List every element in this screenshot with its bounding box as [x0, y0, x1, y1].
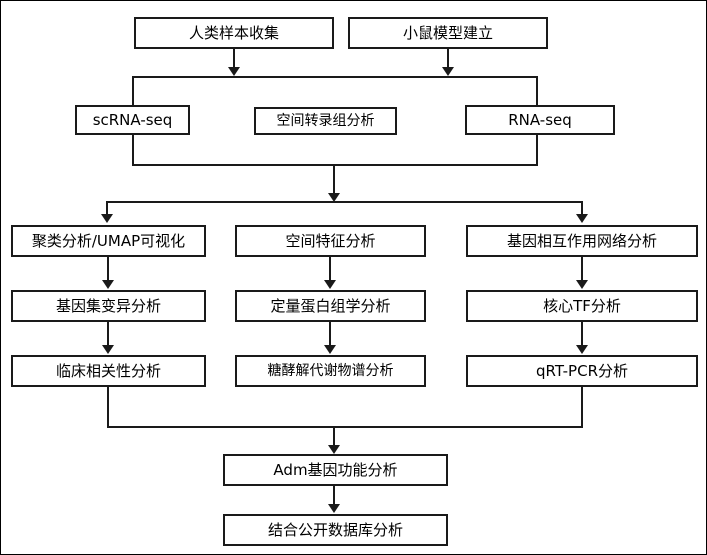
merge-bracket	[107, 426, 583, 428]
node-label: 核心TF分析	[543, 296, 621, 315]
node-qrt-pcr-analysis[interactable]: qRT-PCR分析	[466, 355, 698, 387]
node-label: 基因相互作用网络分析	[506, 231, 657, 250]
node-label: 糖酵解代谢物谱分析	[267, 363, 394, 379]
distribution-bar	[106, 201, 583, 203]
node-geneset-variation-analysis[interactable]: 基因集变异分析	[11, 290, 206, 322]
edge-quant-proteomics-to-glycolysis	[329, 322, 331, 346]
edge-cluster-umap-to-geneset-variation	[107, 257, 109, 281]
node-quantitative-proteomics-analysis[interactable]: 定量蛋白组学分析	[235, 290, 426, 322]
arrowhead-cluster-umap-to-geneset-variation	[102, 280, 114, 289]
edge-distribution-to-right-column	[581, 201, 583, 216]
edge-geneset-variation-to-clinical-correlation	[107, 322, 109, 346]
node-label: 定量蛋白组学分析	[270, 296, 391, 315]
node-public-database-analysis[interactable]: 结合公开数据库分析	[223, 514, 448, 546]
arrowhead-merge-to-adm-gene-function	[328, 445, 340, 454]
node-cluster-umap-analysis[interactable]: 聚类分析/UMAP可视化	[11, 225, 206, 257]
arrowhead-human-sample-to-bus	[228, 67, 240, 76]
edge-spatial-feature-to-quant-proteomics	[329, 257, 331, 281]
node-label: RNA-seq	[508, 110, 572, 129]
node-label: 聚类分析/UMAP可视化	[31, 231, 186, 250]
node-scrna-seq[interactable]: scRNA-seq	[75, 105, 190, 135]
arrowhead-spatial-feature-to-quant-proteomics	[324, 280, 336, 289]
node-clinical-correlation-analysis[interactable]: 临床相关性分析	[11, 355, 206, 387]
arrowhead-quant-proteomics-to-glycolysis	[324, 345, 336, 354]
node-label: Adm基因功能分析	[273, 460, 398, 479]
node-label: 小鼠模型建立	[402, 23, 493, 42]
arrowhead-geneset-variation-to-clinical-correlation	[102, 345, 114, 354]
edge-gene-network-to-core-tf	[581, 257, 583, 281]
arrowhead-adm-to-public-database	[328, 504, 340, 513]
node-label: qRT-PCR分析	[536, 361, 628, 380]
node-adm-gene-function-analysis[interactable]: Adm基因功能分析	[223, 454, 448, 486]
arrowhead-mouse-model-to-bus	[442, 67, 454, 76]
arrowhead-distribution-to-gene-network	[576, 214, 588, 223]
arrowhead-core-tf-to-qrt-pcr	[576, 345, 588, 354]
edge-mouse-model-to-bus	[447, 49, 449, 68]
node-mouse-model-construction[interactable]: 小鼠模型建立	[348, 17, 548, 49]
node-rna-seq[interactable]: RNA-seq	[465, 105, 615, 135]
edge-bus-to-distribution-bar	[333, 166, 335, 194]
node-label: 空间特征分析	[285, 231, 376, 250]
edge-core-tf-to-qrt-pcr	[581, 322, 583, 346]
node-human-sample-collection[interactable]: 人类样本收集	[134, 17, 334, 49]
edge-adm-to-public-database	[333, 486, 335, 505]
arrowhead-bus-to-distribution-bar	[328, 193, 340, 202]
node-gene-interaction-network-analysis[interactable]: 基因相互作用网络分析	[466, 225, 698, 257]
node-label: 临床相关性分析	[55, 361, 161, 380]
edge-merge-to-adm-gene-function	[333, 426, 335, 446]
edge-qrt-pcr-to-merge	[581, 387, 583, 428]
node-label: 人类样本收集	[188, 23, 279, 42]
arrowhead-gene-network-to-core-tf	[576, 280, 588, 289]
node-core-tf-analysis[interactable]: 核心TF分析	[466, 290, 698, 322]
arrowhead-distribution-to-cluster-umap	[101, 214, 113, 223]
edge-distribution-to-left-column	[106, 201, 108, 216]
node-glycolysis-metabolite-profile-analysis[interactable]: 糖酵解代谢物谱分析	[235, 355, 426, 387]
node-spatial-feature-analysis[interactable]: 空间特征分析	[235, 225, 426, 257]
edge-human-sample-to-bus	[233, 49, 235, 68]
edge-clinical-correlation-to-merge	[107, 387, 109, 428]
node-label: 基因集变异分析	[55, 296, 161, 315]
node-label: scRNA-seq	[92, 110, 173, 129]
node-label: 空间转录组分析	[276, 113, 375, 129]
node-label: 结合公开数据库分析	[267, 520, 403, 539]
node-spatial-transcriptome-analysis[interactable]: 空间转录组分析	[254, 107, 397, 135]
